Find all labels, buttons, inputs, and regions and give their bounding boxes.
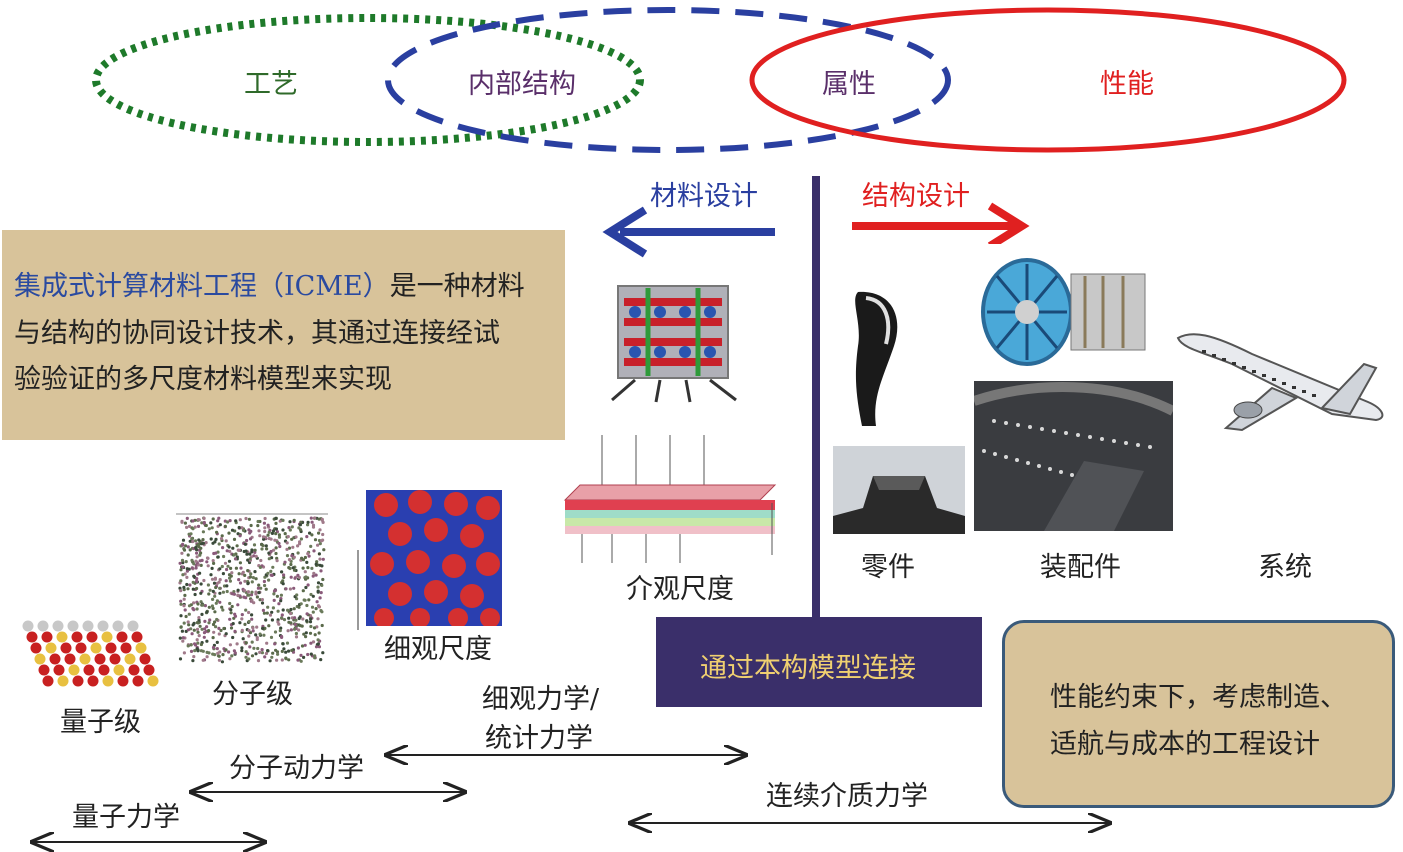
structural-design-label: 结构设计 [862, 181, 970, 212]
constitutive-link-label: 通过本构模型连接 [700, 653, 916, 684]
design-arrows [602, 202, 1030, 258]
constitutive-link-box [656, 617, 982, 707]
jet-engine-image [975, 244, 1165, 370]
airplane-image [1176, 333, 1384, 432]
engineering-line-2: 适航与成本的工程设计 [1050, 729, 1320, 760]
system-label: 系统 [1258, 552, 1312, 583]
part-image [833, 446, 965, 534]
continuum-mechanics-label: 连续介质力学 [766, 781, 928, 812]
structural-design-arrow [852, 202, 1030, 250]
icme-line-2: 与结构的协同设计技术，其通过连接经试 [14, 318, 500, 349]
material-design-arrow [602, 206, 775, 258]
micro-scale-image [366, 490, 502, 626]
icme-line-1: 集成式计算材料工程（ICME）是一种材料 [14, 264, 525, 303]
icme-line-3: 验验证的多尺度材料模型来实现 [14, 364, 392, 395]
molecular-dots [178, 516, 326, 664]
micro-scale-label: 细观尺度 [384, 634, 492, 665]
top-ellipses [92, 7, 1347, 153]
property-label: 属性 [822, 69, 876, 100]
quantum-mechanics-label: 量子力学 [72, 802, 180, 833]
molecular-scale-label: 分子级 [212, 679, 293, 710]
laminate-image [563, 435, 777, 563]
performance-ellipse [749, 7, 1347, 153]
structure-ellipse [385, 7, 951, 153]
micro-stat-mechanics-line-1: 细观力学/ [482, 684, 600, 715]
part-label: 零件 [861, 552, 915, 583]
icme-box [2, 230, 565, 440]
structure-label: 内部结构 [468, 69, 576, 100]
engineering-design-box [1002, 620, 1395, 808]
process-label: 工艺 [244, 69, 298, 100]
quantum-scale-image [22, 620, 159, 687]
assembly-image [974, 381, 1173, 531]
scale-range-arrows [0, 740, 1130, 852]
quantum-scale-label: 量子级 [60, 707, 141, 738]
center-divider [812, 176, 820, 621]
fiber-weave-image [611, 285, 737, 403]
performance-label: 性能 [1100, 69, 1154, 100]
quantum-atoms [22, 620, 159, 687]
icme-line-1-rest: 是一种材料 [389, 271, 525, 302]
molecular-dynamics-label: 分子动力学 [229, 753, 364, 784]
micro-axis [357, 550, 359, 630]
meso-scale-label: 介观尺度 [626, 574, 734, 605]
turbine-blade-image [855, 291, 898, 426]
engineering-line-1: 性能约束下，考虑制造、 [1050, 682, 1347, 713]
molecular-scale-image [176, 512, 328, 666]
assembly-label: 装配件 [1040, 552, 1121, 583]
icme-lead: 集成式计算材料工程（ICME） [14, 271, 390, 302]
material-design-label: 材料设计 [650, 181, 758, 212]
process-ellipse [92, 14, 644, 146]
